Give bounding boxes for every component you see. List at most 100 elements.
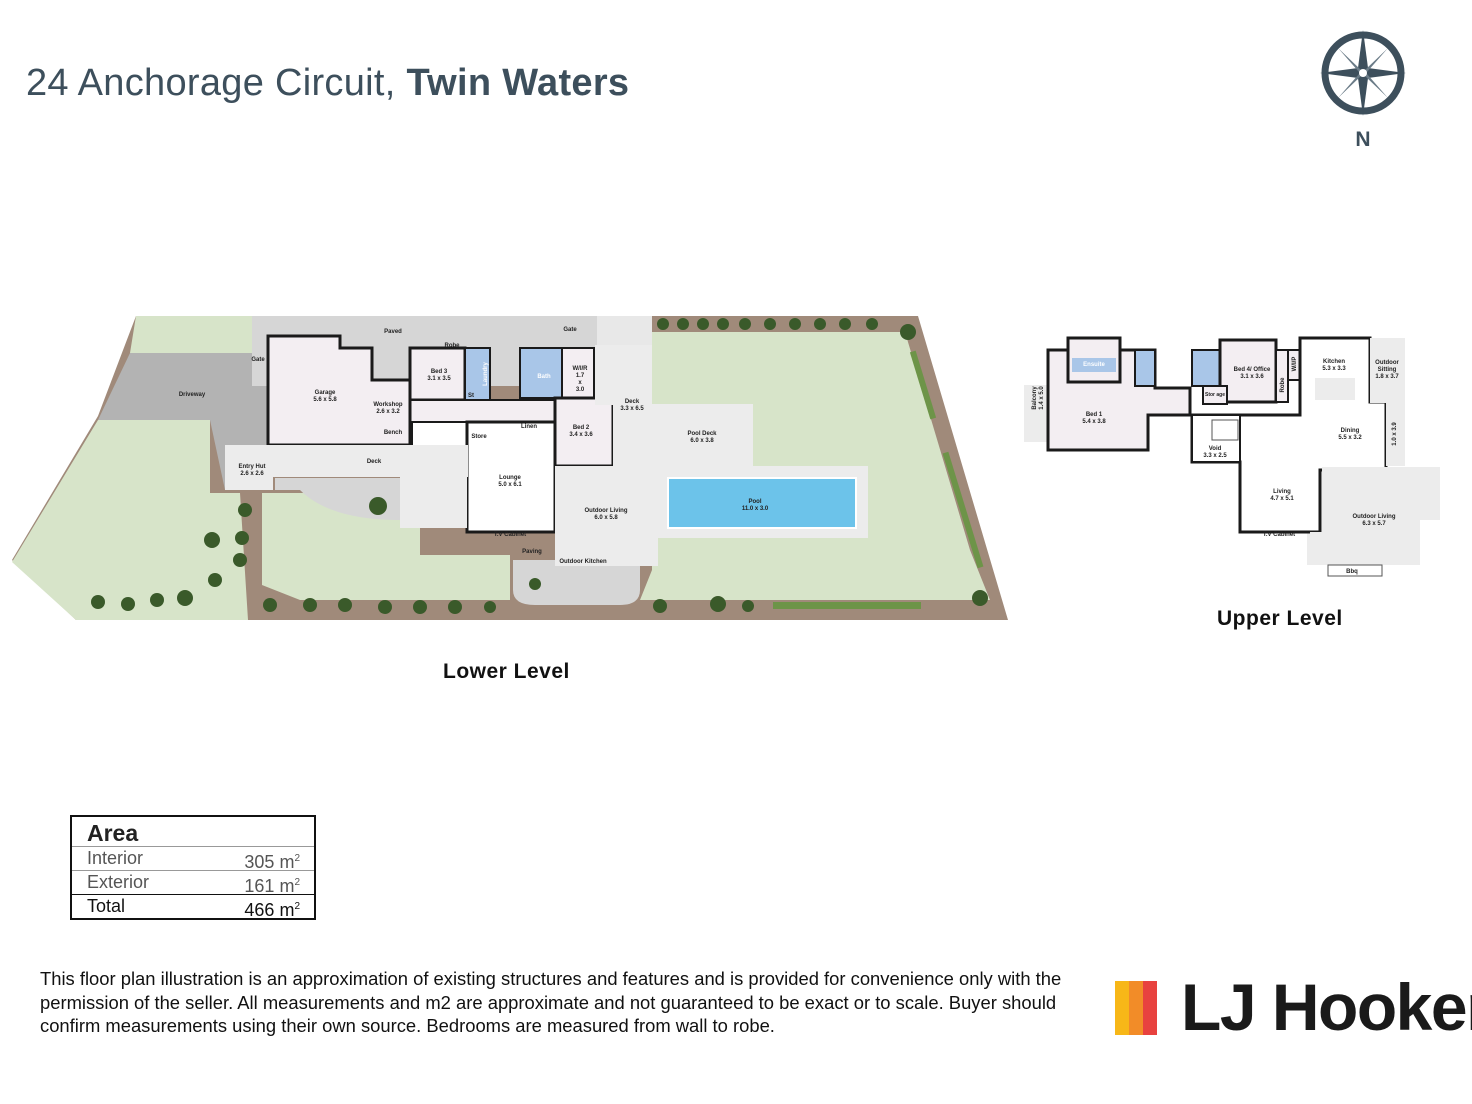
label-bed4-dim: 3.1 x 3.6 xyxy=(1240,374,1264,380)
bath-room xyxy=(519,347,563,399)
label-ensuite: Ensuite xyxy=(1083,362,1105,368)
label-bbq: Bbq xyxy=(1346,569,1358,575)
label-void: Void xyxy=(1209,446,1222,452)
label-garage: Garage xyxy=(315,390,336,396)
page-title: 24 Anchorage Circuit, Twin Waters xyxy=(26,62,629,105)
label-lounge-dim: 5.0 x 6.1 xyxy=(498,482,522,488)
area-value: 466 m2 xyxy=(244,900,300,920)
label-bed2: Bed 2 xyxy=(573,425,590,431)
label-outdoor-kitchen: Outdoor Kitchen xyxy=(559,559,607,565)
area-label: Exterior xyxy=(87,872,150,892)
label-bed1-dim: 5.4 x 3.8 xyxy=(1082,419,1106,425)
label-kitchen: Kitchen xyxy=(1323,359,1345,365)
shrubs xyxy=(91,318,988,614)
area-label: Interior xyxy=(87,848,144,868)
address-suburb: Twin Waters xyxy=(406,62,630,104)
lj-hooker-logo: LJ Hooker xyxy=(1115,970,1472,1055)
label-bed4: Bed 4/ Office xyxy=(1234,367,1271,373)
label-living: Living xyxy=(1273,489,1291,495)
north-label: N xyxy=(1355,128,1371,151)
label-outdoor-living-upper-dim: 6.3 x 5.7 xyxy=(1362,521,1386,527)
label-dining-dim: 5.5 x 3.2 xyxy=(1338,435,1362,441)
upper-level-plan: Ensuite Balcony 1.4 x 5.0 Bed 1 5.4 x 3.… xyxy=(1024,336,1440,577)
label-driveway: Driveway xyxy=(179,392,206,398)
compass: N xyxy=(1316,28,1410,158)
lower-level-plan: Paved Gate Gate Driveway Garage 5.6 x 5.… xyxy=(12,316,1008,620)
label-void-dim: 3.3 x 2.5 xyxy=(1203,453,1227,459)
logo-text: LJ Hooker xyxy=(1181,970,1472,1044)
disclaimer-text: This floor plan illustration is an appro… xyxy=(40,968,1062,1036)
label-outdoor-sitting-1: Outdoor xyxy=(1375,360,1399,366)
paved-curve xyxy=(275,478,400,520)
outdoor-kitchen-paving xyxy=(513,560,640,605)
label-balcony-dim: 1.4 x 5.0 xyxy=(1039,386,1045,410)
area-heading: Area xyxy=(87,820,139,846)
upper-outdoor-living xyxy=(1307,467,1440,565)
label-laundry: Laundry xyxy=(483,362,489,386)
upper-outdoor-sitting xyxy=(1370,338,1405,403)
label-outdoor-sitting-2: Sitting xyxy=(1378,367,1397,373)
label-outdoor-sitting-dim: 1.8 x 3.7 xyxy=(1375,374,1399,380)
label-bed1: Bed 1 xyxy=(1086,412,1103,418)
pool xyxy=(667,477,857,529)
upper-level-label: Upper Level xyxy=(1217,607,1343,630)
pool-deck xyxy=(613,404,753,466)
label-garage-dim: 5.6 x 5.8 xyxy=(313,397,337,403)
deck-left xyxy=(400,466,467,528)
label-wir-dim3: 3.0 xyxy=(576,387,585,393)
outdoor-living xyxy=(555,466,658,566)
label-wir-dim1: 1.7 xyxy=(576,373,585,379)
label-wip: W/I/P xyxy=(1292,357,1298,372)
label-side-dim: 1.0 x 3.9 xyxy=(1392,422,1398,446)
label-outdoor-living: Outdoor Living xyxy=(585,508,628,514)
label-bed3: Bed 3 xyxy=(431,369,448,375)
label-robe-upper: Robe xyxy=(1280,377,1286,393)
area-table: Area Interior 305 m2 Exterior 161 m2 Tot… xyxy=(70,815,316,920)
lawn-left xyxy=(12,420,248,620)
upper-balcony xyxy=(1024,385,1048,442)
hedge-strip-side xyxy=(909,350,937,420)
label-balcony: Balcony xyxy=(1032,386,1038,410)
entry-hut xyxy=(225,445,273,490)
label-paved: Paved xyxy=(384,329,402,335)
label-pool: Pool xyxy=(749,499,762,505)
upper-wc2 xyxy=(1191,349,1221,387)
area-label: Total xyxy=(87,896,126,916)
upper-robe xyxy=(1275,349,1289,403)
bed3-room xyxy=(408,346,467,402)
area-row-exterior: Exterior 161 m2 xyxy=(72,870,314,896)
label-bench: Bench xyxy=(384,430,403,436)
lawn-bottom xyxy=(262,493,510,600)
lower-level-label: Lower Level xyxy=(443,660,570,683)
label-living-dim: 4.7 x 5.1 xyxy=(1270,496,1294,502)
label-gate-left: Gate xyxy=(251,357,265,363)
label-workshop-dim: 2.6 x 3.2 xyxy=(376,409,400,415)
label-outdoor-living-dim: 6.0 x 5.8 xyxy=(594,515,618,521)
area-value: 161 m2 xyxy=(244,876,300,896)
label-outdoor-living-upper: Outdoor Living xyxy=(1353,514,1396,520)
label-entry-hut-dim: 2.6 x 2.6 xyxy=(240,471,264,477)
label-robe: Robe xyxy=(445,343,461,349)
label-gate-top: Gate xyxy=(563,327,577,333)
label-wir-dim2: x xyxy=(578,380,582,386)
upper-wc xyxy=(1134,349,1156,387)
label-st: St xyxy=(468,393,474,399)
label-dining: Dining xyxy=(1341,428,1360,434)
label-paving: Paving xyxy=(522,549,542,555)
label-wir: W/I/R xyxy=(573,366,589,372)
label-deck: Deck xyxy=(367,459,382,465)
label-storage: Stor age xyxy=(1205,392,1225,398)
floor-plan: Paved Gate Gate Driveway Garage 5.6 x 5.… xyxy=(12,316,1440,620)
label-linen: Linen xyxy=(521,424,537,430)
deck-top xyxy=(595,345,652,405)
label-lounge: Lounge xyxy=(499,475,521,481)
label-deck-top: Deck xyxy=(625,399,640,405)
label-workshop: Workshop xyxy=(373,402,403,408)
hedge-strip-side-2 xyxy=(942,451,984,569)
label-tv-cabinet-upper: T.V Cabinet xyxy=(1263,532,1295,538)
area-value: 305 m2 xyxy=(244,852,300,872)
upper-side-deck xyxy=(1386,403,1405,466)
upper-storage xyxy=(1202,385,1228,405)
label-tv-cabinet: T.V Cabinet xyxy=(494,532,526,538)
compass-rose-icon xyxy=(1320,30,1406,116)
